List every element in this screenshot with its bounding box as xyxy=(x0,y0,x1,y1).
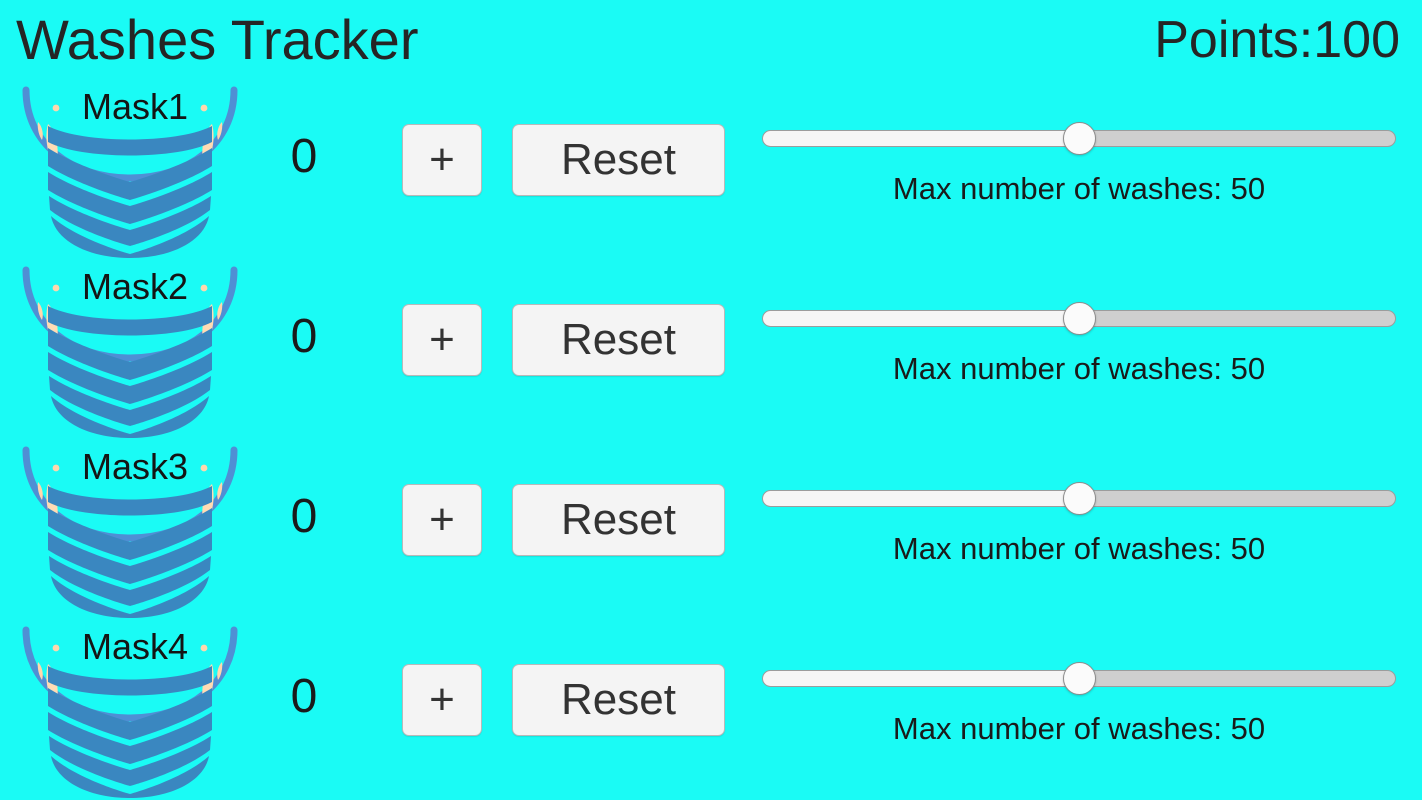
page-title: Washes Tracker xyxy=(16,8,419,71)
max-washes-slider-4[interactable] xyxy=(762,658,1396,698)
points-label: Points: xyxy=(1154,11,1314,69)
face-mask-icon-1 xyxy=(22,86,238,258)
wash-count-1: 0 xyxy=(290,130,318,183)
points-display: Points:100 xyxy=(1154,6,1400,74)
reset-button-3[interactable]: Reset xyxy=(512,484,725,556)
face-mask-icon-2 xyxy=(22,266,238,438)
slider-thumb[interactable] xyxy=(1063,302,1096,335)
mask-row-2: Mask2 0 + Reset Max number of washes: 50 xyxy=(0,258,1422,438)
mask-label-4: Mask4 xyxy=(81,626,189,667)
wash-count-3: 0 xyxy=(290,490,318,543)
slider-thumb[interactable] xyxy=(1063,482,1096,515)
slider-thumb[interactable] xyxy=(1063,122,1096,155)
reset-button-2[interactable]: Reset xyxy=(512,304,725,376)
slider-fill xyxy=(763,311,1079,326)
mask-row-1: Mask1 0 + Reset Max number of washes: 50 xyxy=(0,78,1422,258)
slider-fill xyxy=(763,491,1079,506)
mask-label-1: Mask1 xyxy=(81,86,189,127)
wash-count-2: 0 xyxy=(290,310,318,363)
slider-fill xyxy=(763,671,1079,686)
face-mask-icon-4 xyxy=(22,626,238,798)
mask-row-3: Mask3 0 + Reset Max number of washes: 50 xyxy=(0,438,1422,618)
mask-figure: Mask1 xyxy=(12,82,248,258)
mask-label-3: Mask3 xyxy=(81,446,189,487)
face-mask-icon-3 xyxy=(22,446,238,618)
mask-figure: Mask4 xyxy=(12,622,248,798)
mask-figure: Mask3 xyxy=(12,442,248,618)
max-washes-slider-1[interactable] xyxy=(762,118,1396,158)
mask-row-4: Mask4 0 + Reset Max number of washes: 50 xyxy=(0,618,1422,798)
max-washes-slider-2[interactable] xyxy=(762,298,1396,338)
slider-caption-2: Max number of washes: 50 xyxy=(892,351,1266,386)
reset-button-4[interactable]: Reset xyxy=(512,664,725,736)
wash-count-4: 0 xyxy=(290,670,318,723)
slider-fill xyxy=(763,131,1079,146)
mask-list: Mask1 0 + Reset Max number of washes: 50 xyxy=(0,78,1422,798)
slider-thumb[interactable] xyxy=(1063,662,1096,695)
app-header: Washes Tracker Points:100 xyxy=(0,0,1422,78)
slider-caption-1: Max number of washes: 50 xyxy=(892,171,1266,206)
points-value: 100 xyxy=(1313,11,1400,69)
max-washes-slider-3[interactable] xyxy=(762,478,1396,518)
increment-button-1[interactable]: + xyxy=(402,124,482,196)
mask-figure: Mask2 xyxy=(12,262,248,438)
mask-label-2: Mask2 xyxy=(81,266,189,307)
increment-button-2[interactable]: + xyxy=(402,304,482,376)
slider-caption-3: Max number of washes: 50 xyxy=(892,531,1266,566)
slider-caption-4: Max number of washes: 50 xyxy=(892,711,1266,746)
increment-button-3[interactable]: + xyxy=(402,484,482,556)
increment-button-4[interactable]: + xyxy=(402,664,482,736)
reset-button-1[interactable]: Reset xyxy=(512,124,725,196)
